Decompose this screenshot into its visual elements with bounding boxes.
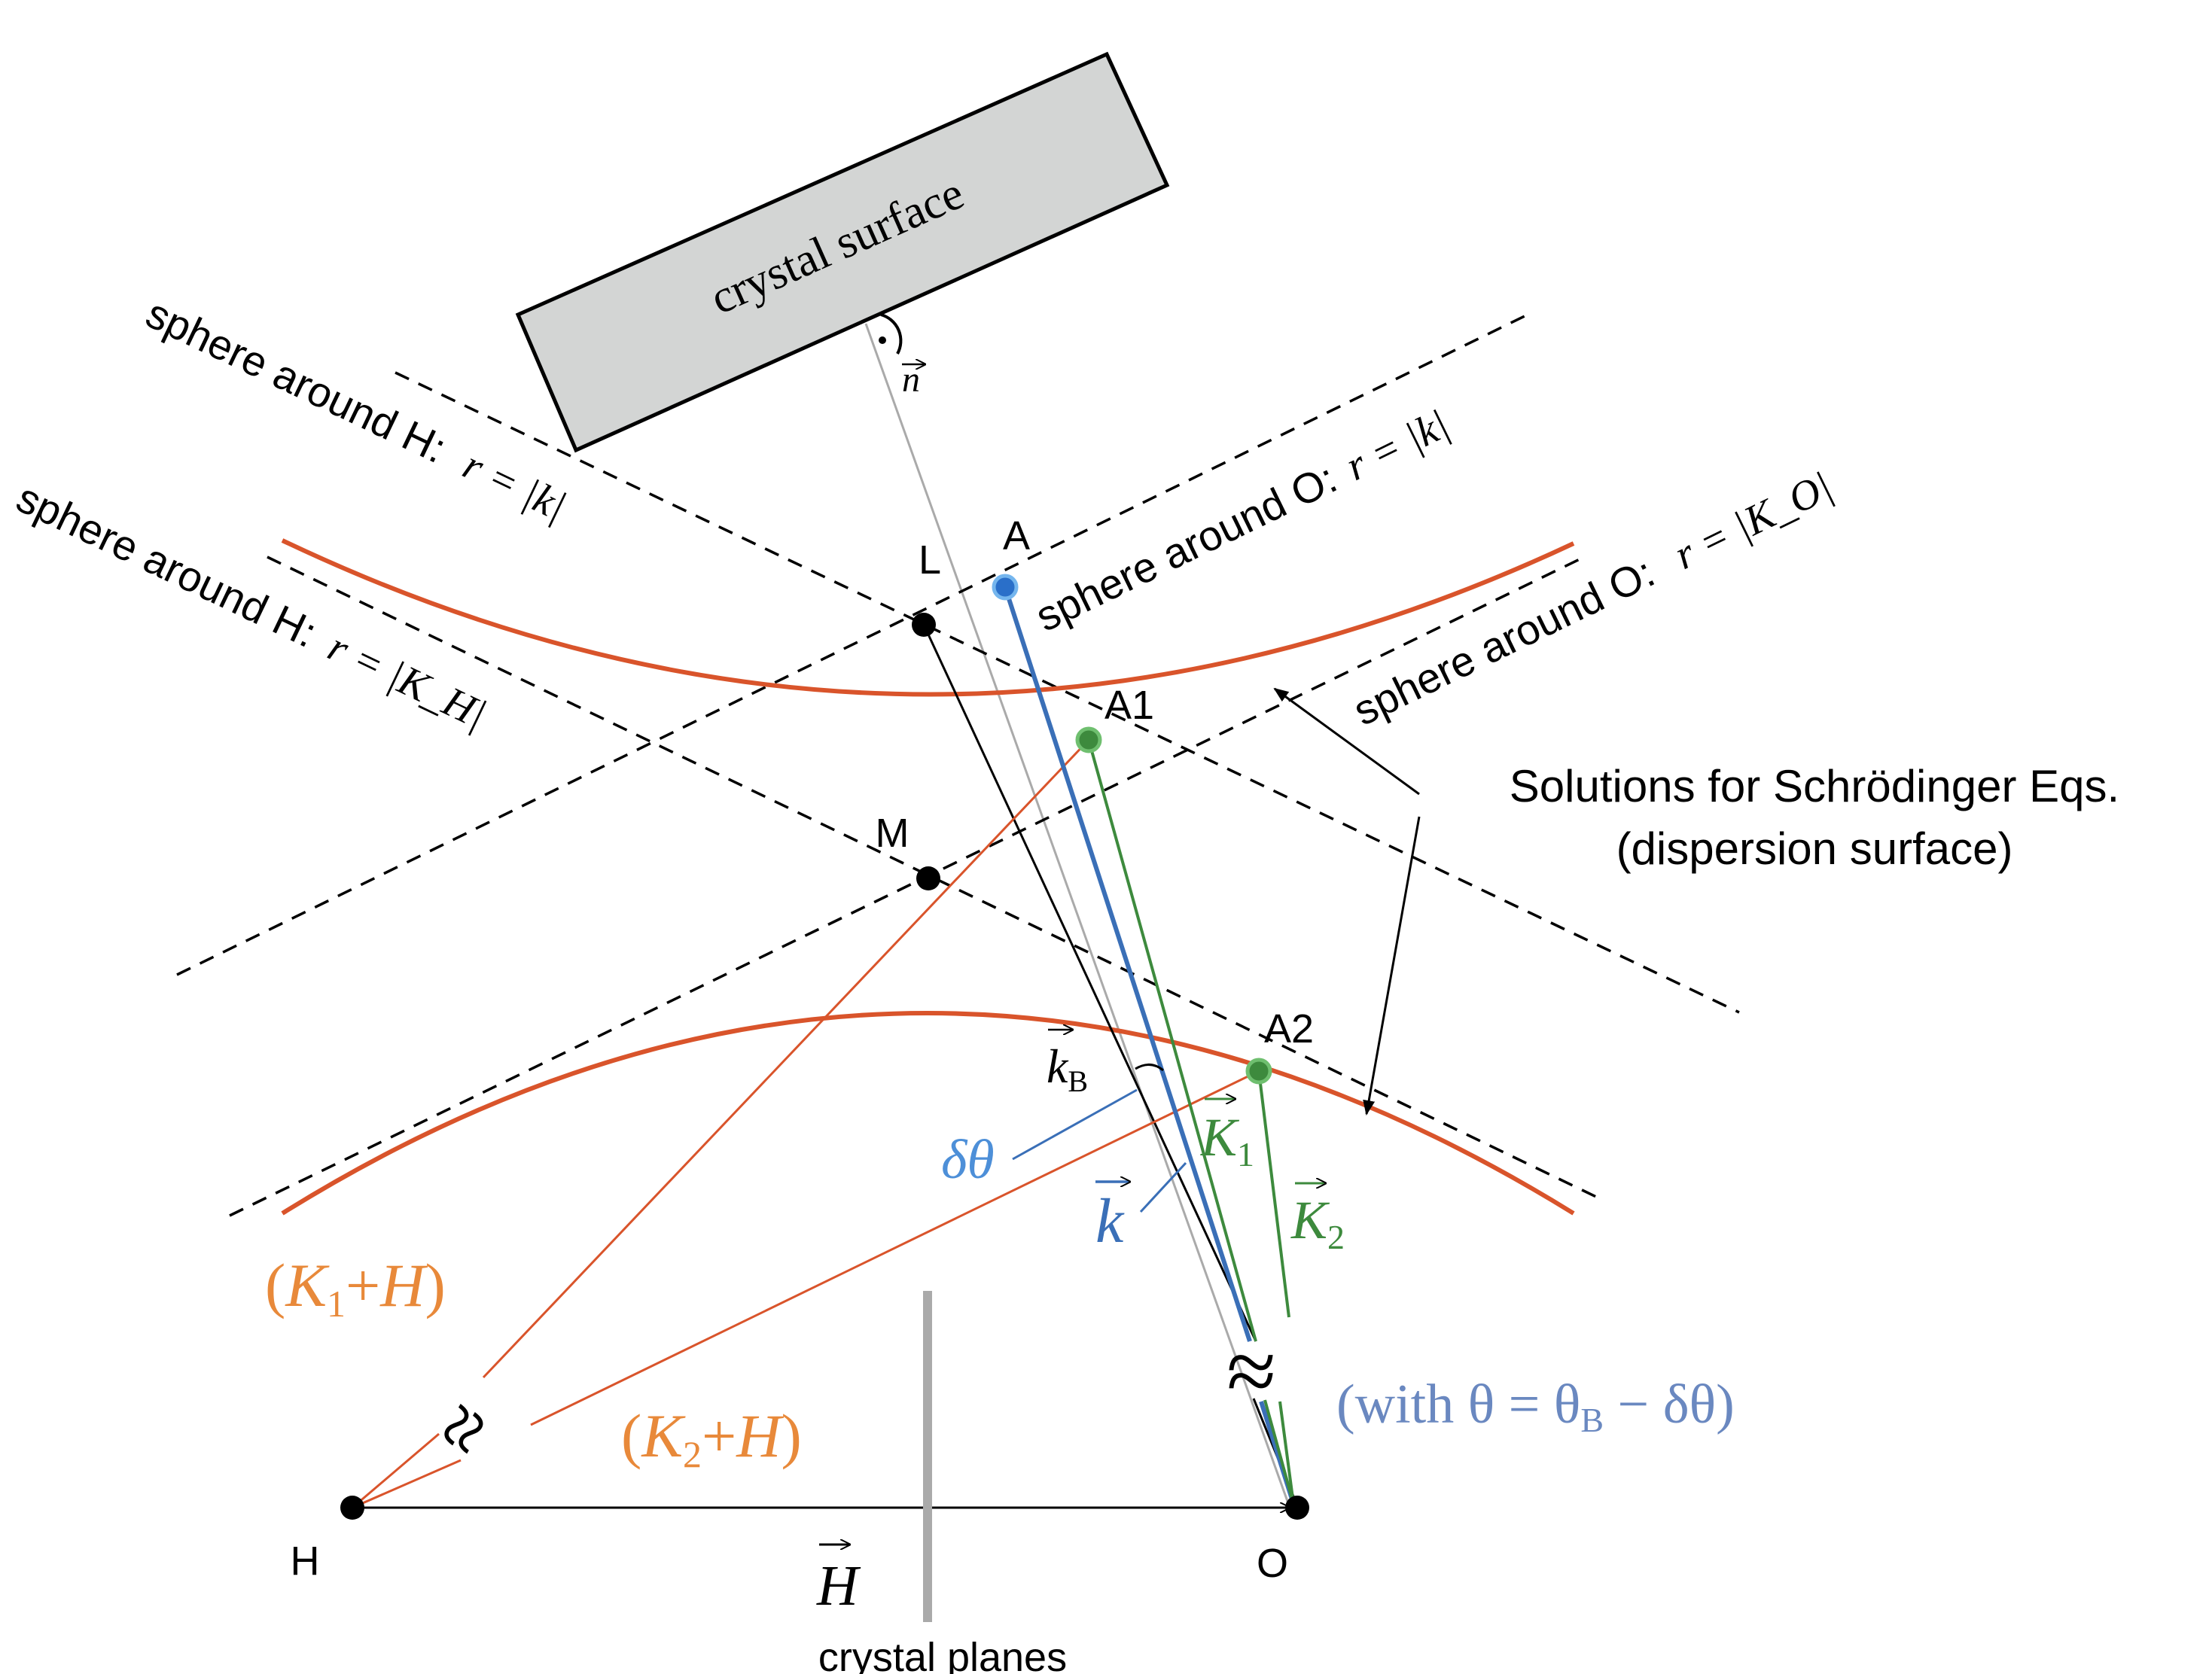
svg-text:sphere around O: r = |k|: sphere around O: r = |k| [1028,400,1456,641]
sphere-h-kh-label: sphere around H: r = |K_H| [9,473,494,738]
line-K2-plus-H-lower [352,1459,462,1509]
label-A2: A2 [1264,1006,1314,1052]
svg-text:sphere around H: r = |k|: sphere around H: r = |k| [139,289,574,530]
crystal-surface-block [515,51,1170,453]
point-A2 [1245,1058,1272,1085]
vector-K2-label: K2 [1290,1190,1345,1256]
label-A1: A1 [1104,683,1154,728]
line-L-O [922,624,1257,1342]
surface-normal-line [864,323,1290,1506]
solutions-arrow-upper [1273,687,1420,796]
point-L [912,613,936,637]
point-M [916,866,940,890]
svg-text:sphere around H: r = |K_: sphere around H: r = |K_H| [9,473,494,738]
sphere-h-k-line [395,371,1740,1014]
svg-text:sphere around O: r = |K_: sphere around O: r = |K_O| [1346,461,1839,735]
point-A [992,574,1019,601]
vector-kB-label: kB [1047,1039,1088,1098]
solutions-label-line2: (dispersion surface) [1616,823,2013,874]
K2-plus-H-label: (K2+H) [621,1402,802,1475]
sphere-o-ko-line [229,557,1582,1217]
solutions-arrow-lower [1363,816,1421,1115]
vector-k-line [1003,586,1252,1342]
vector-k-label: k [1095,1186,1125,1256]
line-K1-plus-H-lower [352,1432,440,1509]
break-symbol-O: ≈ [1226,1321,1276,1421]
sphere-o-ko-label: sphere around O: r = |K_O| [1346,461,1839,735]
point-A1 [1075,726,1102,753]
sphere-h-kh-line [267,555,1597,1198]
sphere-o-k-line [176,315,1525,976]
solutions-label-line1: Solutions for Schrödinger Eqs. [1510,761,2119,811]
delta-theta-pointer [1012,1088,1138,1161]
sphere-o-k-label: sphere around O: r = |k| [1028,400,1456,641]
normal-vector-label: n [902,360,920,400]
vector-k-pointer [1139,1161,1187,1213]
dispersion-curve-lower [281,1011,1575,1216]
label-O: O [1257,1541,1288,1586]
vector-K2-line [1257,1070,1290,1318]
label-M: M [876,811,909,856]
point-O [1285,1496,1309,1520]
delta-theta-label: δθ [941,1129,995,1191]
vector-K1-line [1087,739,1257,1342]
vector-K1-label: K1 [1200,1107,1254,1173]
dispersion-curve-upper [281,538,1575,697]
label-A: A [1003,513,1030,559]
angle-arc-kB [1135,1064,1164,1072]
crystal-planes-label: crystal planes [818,1635,1067,1674]
line-K1-plus-H [482,738,1090,1379]
label-L: L [919,537,941,583]
line-K2-plus-H [530,1070,1260,1426]
sphere-h-k-label: sphere around H: r = |k| [139,289,574,530]
right-angle-dot [879,336,886,344]
label-H: H [291,1539,320,1584]
right-angle-marker [880,313,903,355]
vector-H-label: H [816,1554,861,1618]
point-H [340,1496,364,1520]
condition-label: (with θ = θB − δθ) [1336,1374,1735,1439]
vector-K1-line-lower [1263,1399,1295,1505]
vector-K2-line-lower [1278,1401,1295,1505]
break-symbol-H: ≈ [413,1386,515,1471]
K1-plus-H-label: (K1+H) [265,1251,446,1325]
